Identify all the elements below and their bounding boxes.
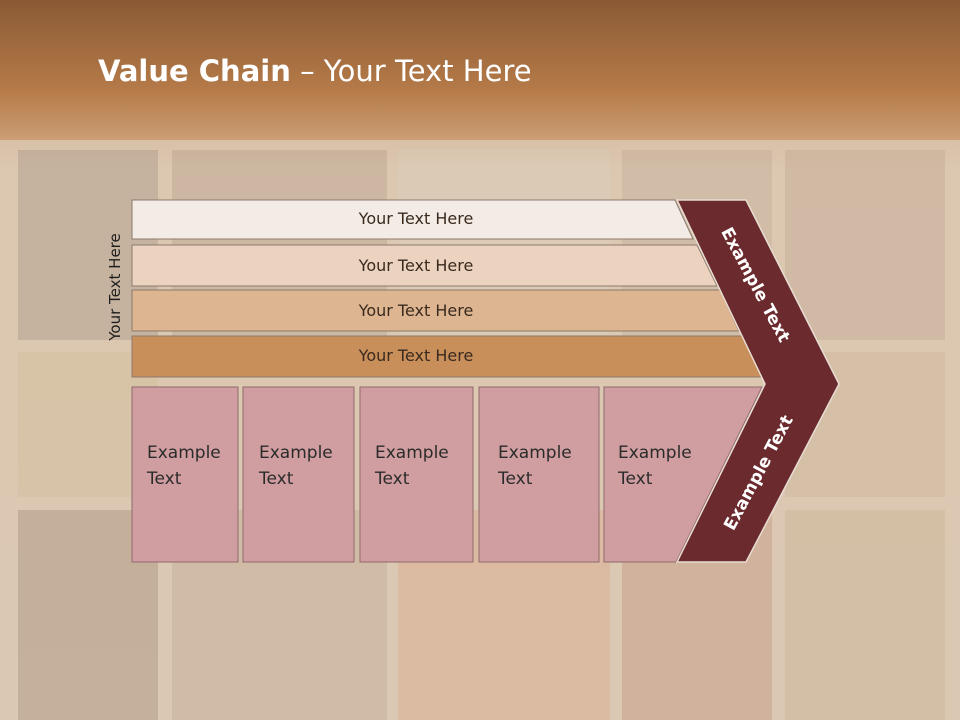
box-1-line-2: Text [147,469,182,489]
box-1-line-1: Example [147,443,221,463]
box-2-line-1: Example [259,443,333,463]
box-5-line-1: Example [618,443,692,463]
title-rest: – Your Text Here [290,54,532,88]
box-4-line-1: Example [498,443,572,463]
support-row-4-label: Your Text Here [358,346,474,365]
support-row-3-label: Your Text Here [358,301,474,320]
primary-box-4 [478,386,600,563]
box-2-line-2: Text [259,469,294,489]
box-3-line-2: Text [375,469,410,489]
primary-box-5 [603,386,763,563]
primary-box-1 [131,386,239,563]
primary-box-2 [242,386,355,563]
primary-box-3 [359,386,474,563]
title-bold: Value Chain [98,54,291,88]
box-3-line-1: Example [375,443,449,463]
margin-chevron [675,199,840,563]
box-4-line-2: Text [498,469,533,489]
support-row-2-label: Your Text Here [358,256,474,275]
support-row-1-label: Your Text Here [358,209,474,228]
support-row-2 [131,244,718,287]
box-5-line-2: Text [618,469,653,489]
support-row-1 [131,199,694,240]
slide-title: Value Chain – Your Text Here [98,54,532,88]
